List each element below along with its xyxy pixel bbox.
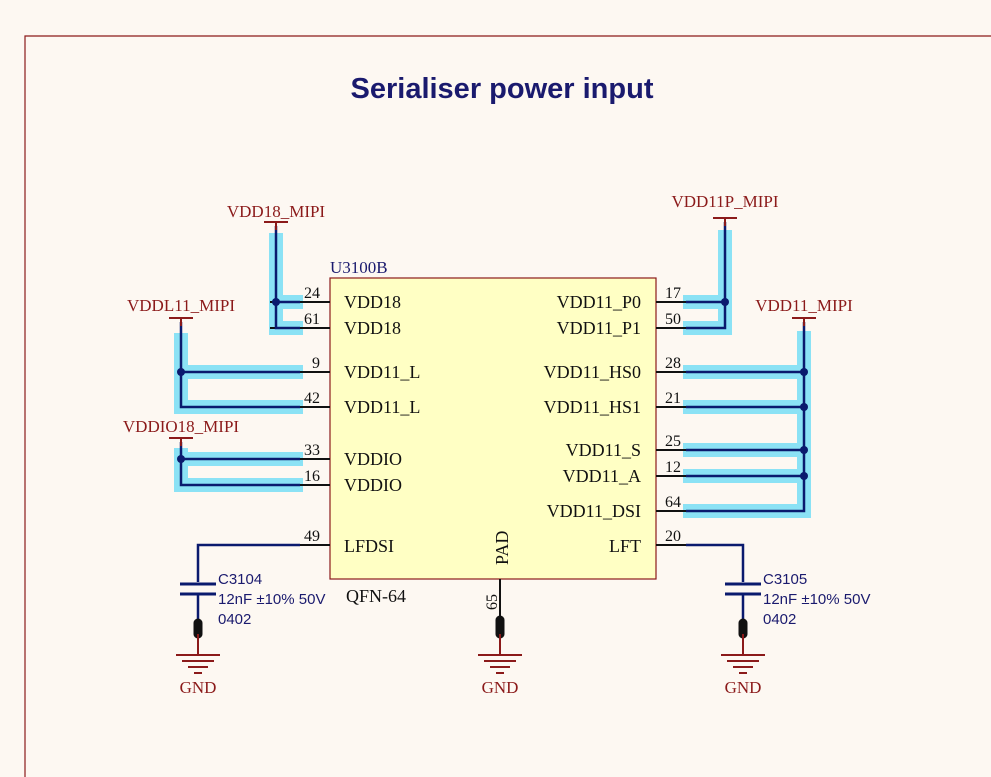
pin-name: VDD11_HS1	[544, 397, 641, 417]
cap-footprint: 0402	[218, 611, 251, 628]
wires	[179, 222, 806, 582]
sheet-border	[24, 35, 991, 777]
pin-name: VDD11_DSI	[547, 501, 641, 521]
ground-icon: GND	[176, 654, 220, 697]
net-label: VDDIO18_MIPI	[123, 417, 240, 436]
pin-number: 33	[304, 442, 320, 459]
net-label: GND	[180, 678, 217, 697]
ground-icon: GND	[721, 654, 765, 697]
power-port-vddl11: VDDL11_MIPI	[127, 296, 235, 326]
pin-name: VDD18	[344, 292, 401, 312]
pin-name: VDD11_L	[344, 397, 420, 417]
pin-number: 50	[665, 311, 681, 328]
pin-number: 21	[665, 390, 681, 407]
net-label: VDD18_MIPI	[227, 202, 326, 221]
pin-number: 64	[665, 494, 681, 511]
pin-number: 12	[665, 459, 681, 476]
pin-number: 49	[304, 528, 320, 545]
pin-name: VDD11_P0	[557, 292, 641, 312]
net-label: VDD11P_MIPI	[671, 192, 778, 211]
pin-number: 42	[304, 390, 320, 407]
cap-footprint: 0402	[763, 611, 796, 628]
cap-refdes: C3104	[218, 571, 262, 588]
pin-name: VDD11_L	[344, 362, 420, 382]
power-port-vdd11p: VDD11P_MIPI	[671, 192, 779, 226]
pin-number: 17	[665, 285, 681, 302]
pin-number: 61	[304, 311, 320, 328]
pin-name: VDD11_P1	[557, 318, 641, 338]
pin-name: VDDIO	[344, 449, 402, 469]
net-label: GND	[482, 678, 519, 697]
ic-refdes: U3100B	[330, 258, 388, 277]
pin-name: VDD18	[344, 318, 401, 338]
junction-dots	[177, 298, 808, 480]
pin-name: LFT	[609, 536, 641, 556]
ic-body	[329, 277, 657, 580]
pin-name: VDDIO	[344, 475, 402, 495]
cap-value: 12nF ±10% 50V	[763, 591, 870, 608]
pin-number: 16	[304, 468, 320, 485]
net-label: VDD11_MIPI	[755, 296, 853, 315]
pin-name: VDD11_S	[566, 440, 641, 460]
capacitor-c3104: C3104 12nF ±10% 50V 0402	[180, 571, 325, 655]
pin-number: 65	[484, 594, 501, 610]
ic-package: QFN-64	[346, 586, 406, 606]
pin-number: 24	[304, 285, 320, 302]
pin-number: 25	[665, 433, 681, 450]
capacitor-c3105: C3105 12nF ±10% 50V 0402	[725, 571, 870, 655]
pin-number: 9	[312, 355, 320, 372]
cap-value: 12nF ±10% 50V	[218, 591, 325, 608]
pad-pin: PAD 65	[484, 531, 512, 655]
power-port-vddio18: VDDIO18_MIPI	[123, 417, 240, 446]
pin-name: PAD	[492, 531, 512, 565]
cap-refdes: C3105	[763, 571, 807, 588]
ground-icon: GND	[478, 654, 522, 697]
net-label: GND	[725, 678, 762, 697]
power-port-vdd11: VDD11_MIPI	[755, 296, 853, 326]
pin-name: VDD11_HS0	[544, 362, 641, 382]
pin-name: LFDSI	[344, 536, 394, 556]
pin-name: VDD11_A	[563, 466, 641, 486]
net-label: VDDL11_MIPI	[127, 296, 235, 315]
pin-number: 28	[665, 355, 681, 372]
pin-number: 20	[665, 528, 681, 545]
sheet-title: Serialiser power input	[351, 73, 654, 105]
power-port-vdd18: VDD18_MIPI	[227, 202, 326, 230]
